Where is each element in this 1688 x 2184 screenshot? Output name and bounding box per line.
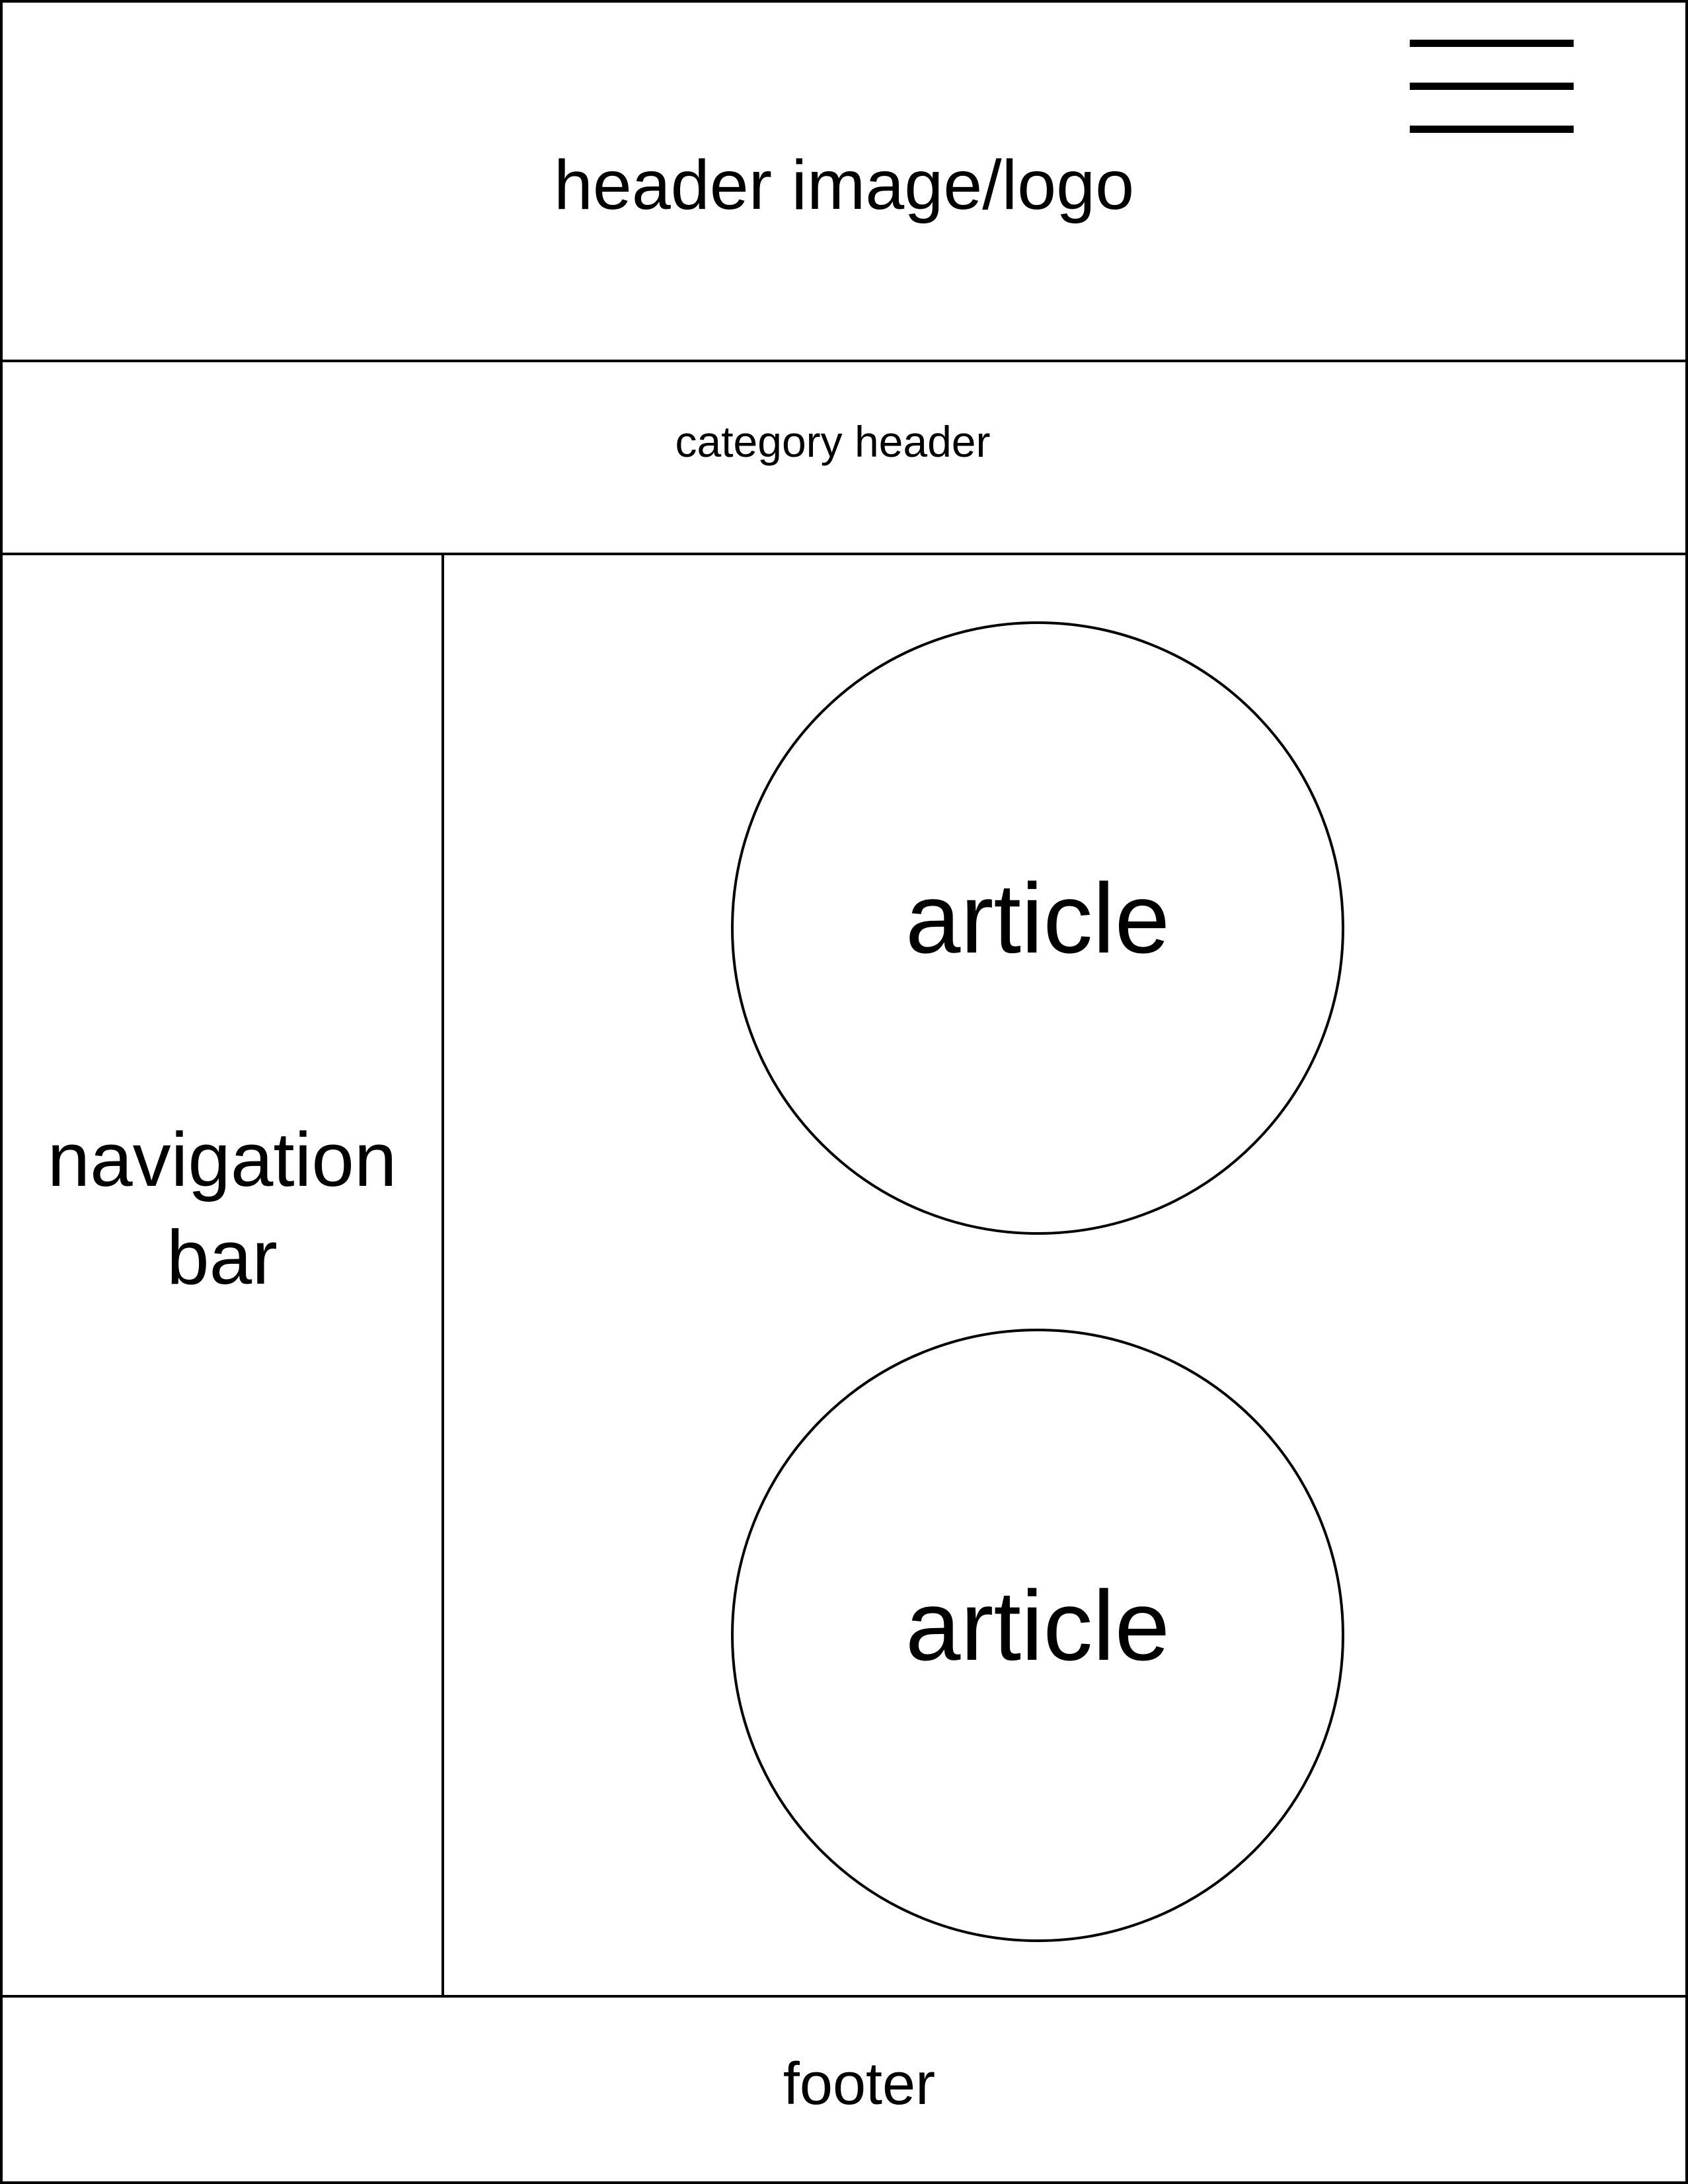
hamburger-menu-icon[interactable] — [1410, 40, 1574, 134]
header-logo-label: header image/logo — [553, 146, 1135, 224]
navigation-bar-label: navigation bar — [47, 1116, 397, 1301]
menu-bar-top — [1410, 40, 1574, 47]
article-circle-1[interactable]: article — [731, 621, 1344, 1235]
article-circle-2[interactable]: article — [731, 1329, 1344, 1942]
navigation-divider — [441, 554, 444, 1998]
category-divider — [0, 553, 1688, 555]
category-header-label: category header — [675, 417, 991, 466]
article-label: article — [905, 1570, 1170, 1681]
article-label: article — [905, 863, 1170, 974]
footer-label: footer — [783, 2051, 936, 2117]
footer-divider — [0, 1995, 1688, 1998]
menu-bar-bottom — [1410, 126, 1574, 133]
header-divider — [0, 360, 1688, 362]
menu-bar-middle — [1410, 83, 1574, 90]
